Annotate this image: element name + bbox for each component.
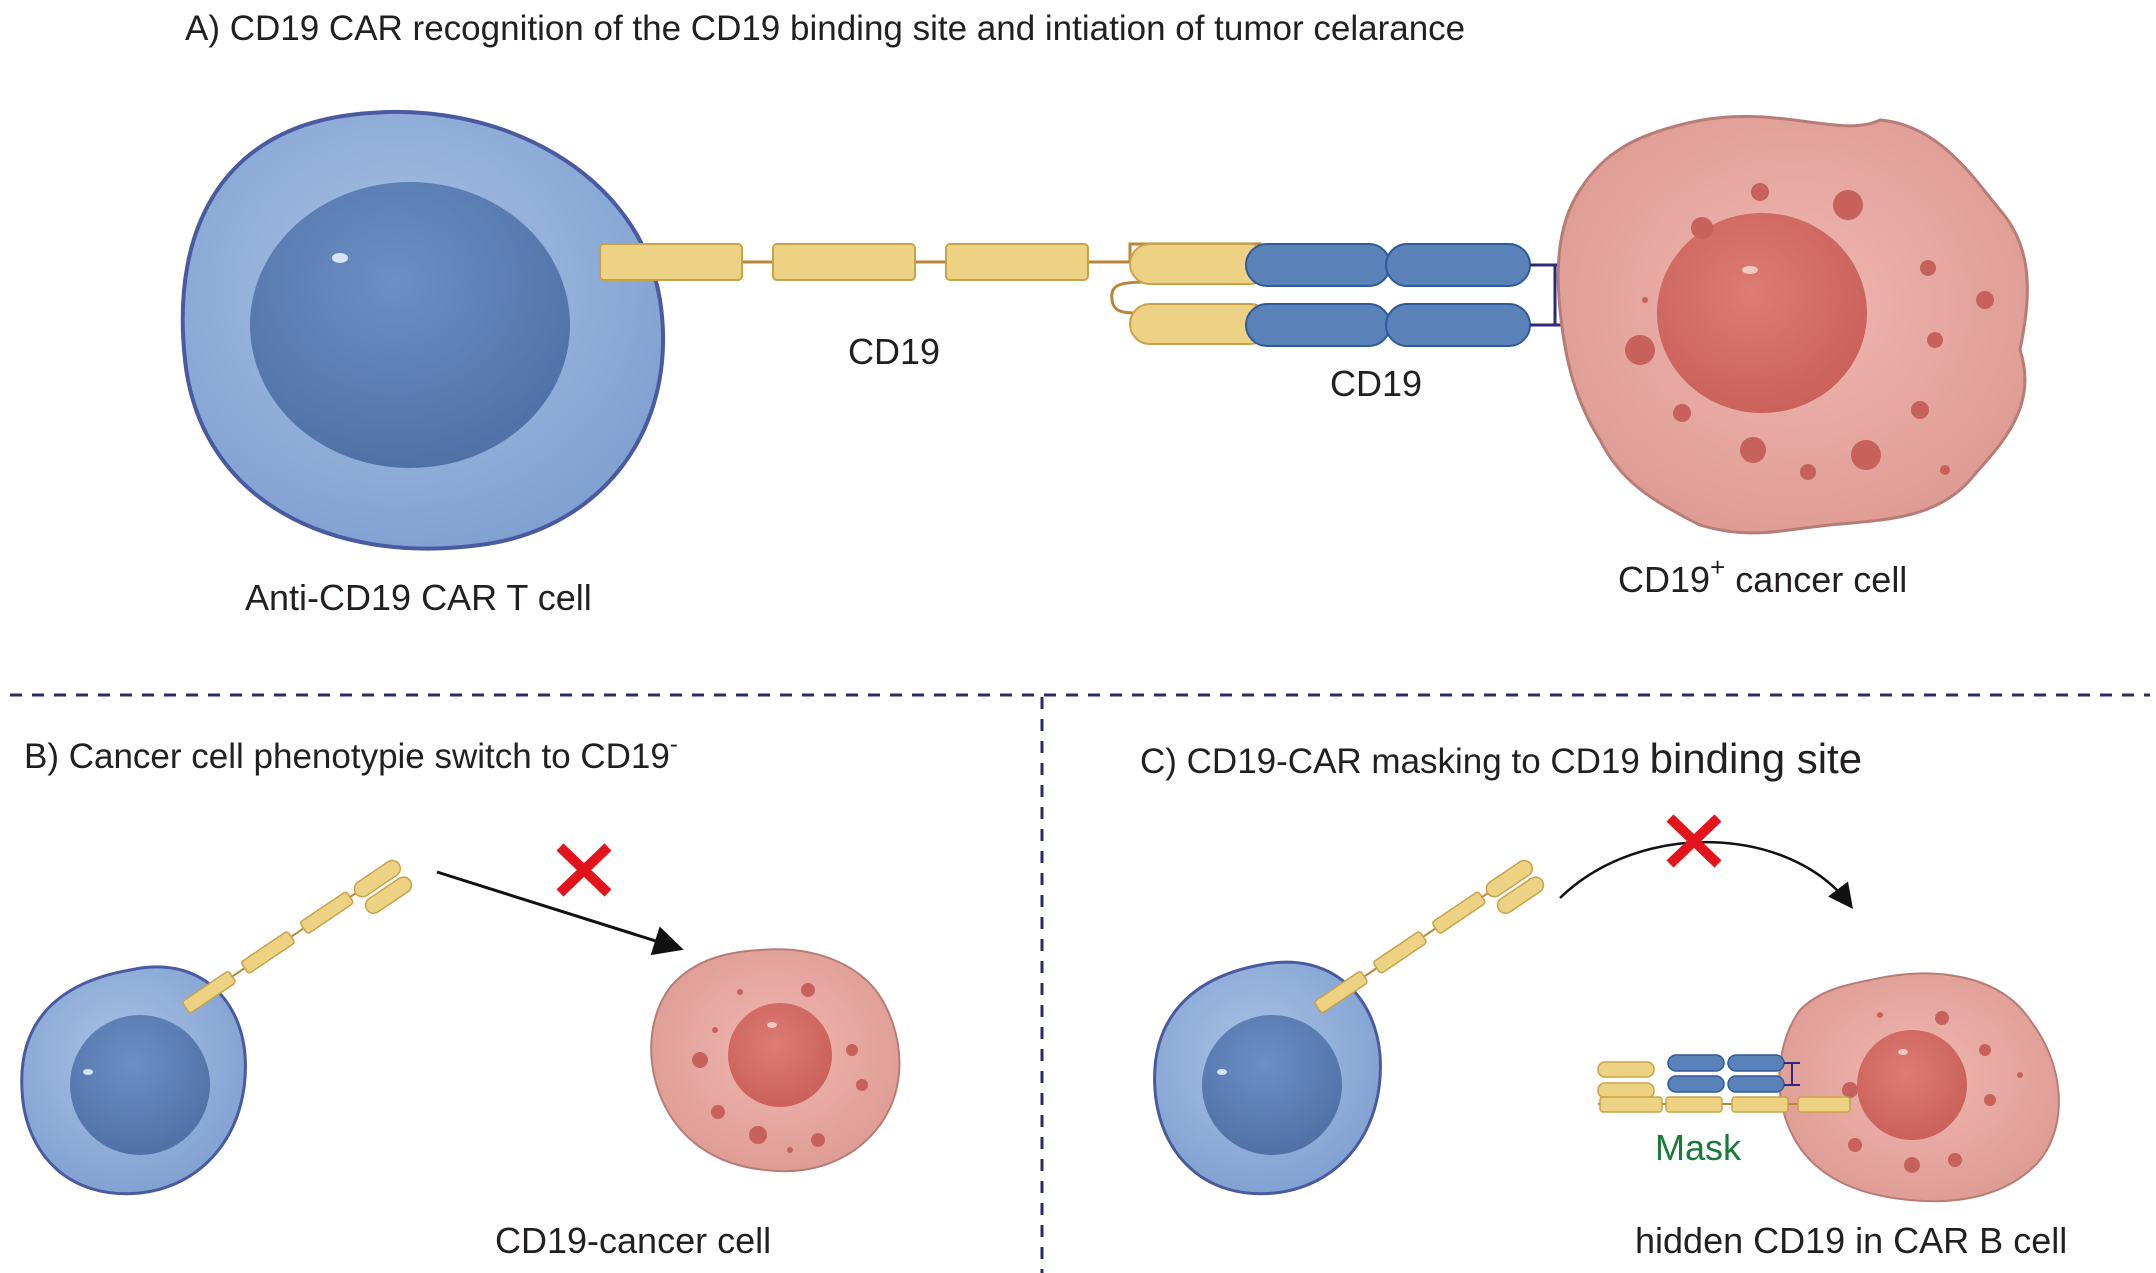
- t-cell-nucleus: [250, 182, 570, 468]
- panel-c-title: C) CD19-CAR masking to CD19 binding site: [1140, 735, 1862, 782]
- block-x-c: [1666, 814, 1722, 868]
- panel-a-title: A) CD19 CAR recognition of the CD19 bind…: [185, 9, 1465, 48]
- car-label: CD19: [848, 331, 940, 372]
- panel-c: C) CD19-CAR masking to CD19 binding site: [1140, 735, 2067, 1261]
- cd19-antigen-label: CD19: [1330, 363, 1422, 404]
- car-t-cell-small-b: [20, 965, 247, 1196]
- hidden-cd19-label: hidden CD19 in CAR B cell: [1635, 1220, 2067, 1261]
- block-x-b: [556, 843, 612, 897]
- approach-arrow-b: [436, 870, 684, 956]
- cancer-cell-small-b: [650, 948, 901, 1173]
- car-small-b: [182, 859, 413, 1014]
- cancer-cell-small-c: [1778, 972, 2060, 1203]
- car-t-cell-small-c: [1153, 960, 1382, 1196]
- approach-arrow-c: [1559, 841, 1854, 909]
- mask-construct: [1597, 1054, 1851, 1113]
- car-construct: [599, 242, 1590, 347]
- car-t-cell-large: [180, 109, 666, 551]
- cd19-negative-cancer-label: CD19-cancer cell: [495, 1220, 771, 1261]
- cancer-nucleus: [1657, 213, 1867, 413]
- mask-label: Mask: [1655, 1127, 1742, 1168]
- cancer-cell-label: CD19+ cancer cell: [1618, 552, 1907, 600]
- t-cell-label: Anti-CD19 CAR T cell: [245, 577, 592, 618]
- cancer-cell-large: [1556, 114, 2029, 535]
- panel-b: B) Cancer cell phenotypie switch to CD19…: [20, 731, 901, 1261]
- car-small-c: [1314, 859, 1545, 1014]
- panel-a: A) CD19 CAR recognition of the CD19 bind…: [180, 9, 2029, 618]
- panel-b-title: B) Cancer cell phenotypie switch to CD19…: [24, 731, 678, 776]
